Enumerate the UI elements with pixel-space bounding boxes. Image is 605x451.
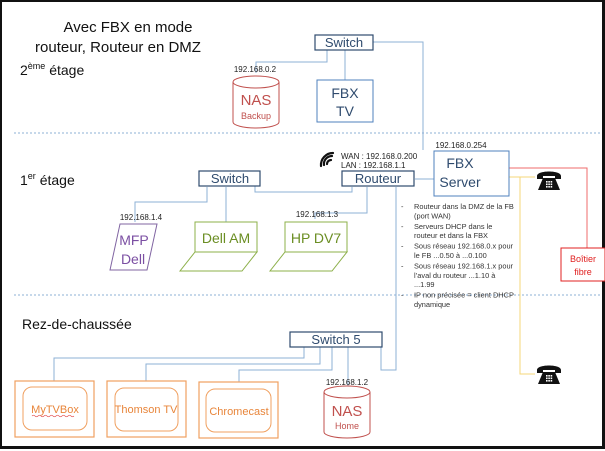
note-bullet: - — [401, 202, 404, 211]
laptop-dell-am-label: Dell AM — [202, 230, 250, 246]
fbx-tv-line2: TV — [336, 103, 355, 119]
note-line: Sous réseau 192.168.1.x pour — [414, 261, 514, 270]
nas-home-name: NAS — [332, 403, 363, 420]
mfp-dell-line2: Dell — [121, 251, 145, 267]
note-bullet: - — [401, 261, 404, 270]
routeur-lan: LAN : 192.168.1.1 — [341, 161, 406, 170]
fbx-server[interactable]: 192.168.0.254 FBX Server — [433, 141, 510, 197]
diagram-title-line2: routeur, Routeur en DMZ — [35, 39, 201, 56]
nas-backup[interactable]: 192.168.0.2 NAS Backup — [232, 65, 280, 129]
note-line: IP non précisée = client DHCP — [414, 291, 514, 300]
note-line: ...1.99 — [414, 280, 435, 289]
laptop-dell-am[interactable]: Dell AM — [178, 221, 259, 272]
diagram-title-line1: Avec FBX en mode — [64, 19, 193, 36]
boitier-fibre-line2: fibre — [574, 267, 592, 277]
link-routeur-hp-dv7 — [314, 187, 368, 219]
link-routeur-switch5 — [380, 187, 397, 371]
notes-list: - Routeur dans la DMZ de la FB(port WAN) -… — [401, 202, 514, 309]
switch-mid[interactable]: Switch — [198, 170, 261, 187]
note-bullet: - — [401, 291, 404, 300]
link-switch-top-fbx-server — [372, 41, 424, 150]
mytvbox[interactable]: MyTVBox — [14, 380, 95, 438]
link-switch-mid-mfp — [134, 187, 208, 222]
fbx-server-line2: Server — [439, 174, 481, 190]
note-line: routeur et dans la FBX — [414, 231, 488, 240]
link-switch5-thomson — [145, 347, 321, 381]
note-line: Serveurs DHCP dans le — [414, 222, 492, 231]
mfp-dell-ip: 192.168.1.4 — [120, 213, 163, 222]
nas-backup-sub: Backup — [241, 111, 271, 121]
fbx-server-line1: FBX — [446, 155, 474, 171]
telephone-icon — [537, 171, 561, 190]
floor-label-1er: 1er étage — [20, 171, 75, 188]
fbx-server-ip: 192.168.0.254 — [435, 141, 487, 150]
nas-home-ip: 192.168.1.2 — [326, 378, 369, 387]
thomson-tv-label: Thomson TV — [115, 404, 178, 416]
note-line: l’aval du routeur ...1.10 à — [414, 271, 496, 280]
mfp-dell[interactable]: 192.168.1.4 MFP Dell — [109, 213, 163, 271]
floor-label-2eme: 2ème étage — [20, 61, 84, 78]
note-bullet: - — [401, 222, 404, 231]
note-line: Sous réseau 192.168.0.x pour — [414, 242, 514, 251]
switch-top[interactable]: Switch — [314, 34, 374, 51]
routeur-wan: WAN : 192.168.0.200 — [341, 152, 418, 161]
note-line: dynamique — [414, 300, 450, 309]
chromecast-label: Chromecast — [209, 406, 268, 418]
laptop-hp-dv7-label: HP DV7 — [291, 230, 342, 246]
nas-home[interactable]: 192.168.1.2 NAS Home — [323, 378, 371, 439]
switch-top-label: Switch — [325, 35, 363, 50]
switch5[interactable]: Switch 5 — [289, 331, 383, 348]
nas-home-sub: Home — [335, 421, 359, 431]
routeur[interactable]: WAN : 192.168.0.200 LAN : 192.168.1.1 Ro… — [341, 152, 418, 187]
link-fbx-server-boitier-fibre — [509, 167, 588, 248]
wifi-icon — [319, 151, 335, 168]
mytvbox-label: MyTVBox — [31, 404, 79, 416]
laptop-hp-dv7-ip: 192.168.1.3 — [296, 210, 339, 219]
laptop-hp-dv7[interactable]: 192.168.1.3 HP DV7 — [268, 210, 349, 272]
floor-label-rdc: Rez-de-chaussée — [22, 316, 132, 332]
switch-mid-label: Switch — [211, 171, 249, 186]
boitier-fibre-line1: Boîtier — [570, 254, 596, 264]
telephone-icon — [537, 365, 561, 384]
spellcheck-underline — [31, 414, 75, 418]
note-line: (port WAN) — [414, 211, 451, 220]
nas-backup-name: NAS — [241, 92, 272, 109]
link-switch5-chromecast — [238, 347, 333, 382]
link-routeur-switch-mid — [254, 185, 353, 193]
link-switch5-mytvbox — [53, 347, 305, 381]
routeur-label: Routeur — [355, 171, 402, 186]
chromecast[interactable]: Chromecast — [198, 381, 279, 439]
note-bullet: - — [401, 242, 404, 251]
link-fbx-server-phones — [509, 176, 535, 375]
note-line: Routeur dans la DMZ de la FB — [414, 202, 514, 211]
nas-backup-ip: 192.168.0.2 — [234, 65, 277, 74]
mfp-dell-line1: MFP — [119, 232, 149, 248]
boitier-fibre[interactable]: Boîtier fibre — [560, 247, 605, 282]
link-switch-top-nas-backup — [255, 50, 328, 73]
note-line: le FB ...0.50 à ...0.100 — [414, 251, 487, 260]
thomson-tv[interactable]: Thomson TV — [106, 380, 187, 438]
fbx-tv-line1: FBX — [331, 85, 359, 101]
switch5-label: Switch 5 — [311, 332, 360, 347]
fbx-tv[interactable]: FBX TV — [316, 79, 374, 123]
